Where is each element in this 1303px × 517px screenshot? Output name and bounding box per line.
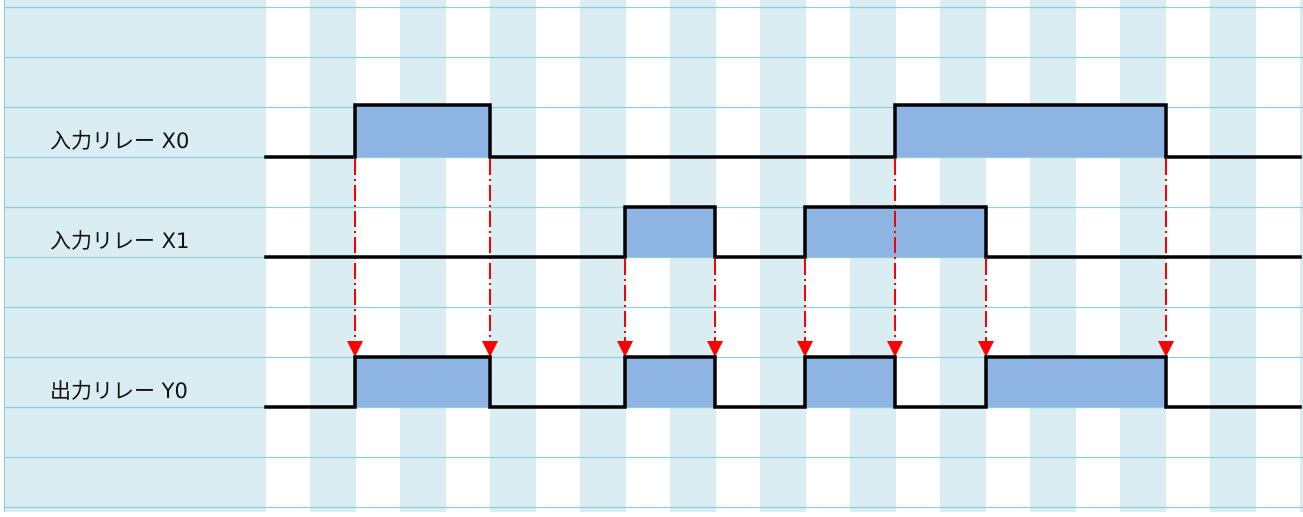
signal-label-y0: 出力リレー Y0 xyxy=(50,379,188,403)
arrow-head-icon xyxy=(978,341,994,357)
arrow-head-icon xyxy=(797,341,813,357)
pulse-fill xyxy=(355,105,490,157)
pulse-fill xyxy=(355,357,490,407)
causality-arrows xyxy=(347,159,1174,357)
arrow-head-icon xyxy=(707,341,723,357)
arrow-head-icon xyxy=(482,341,498,357)
pulse-fill xyxy=(625,357,715,407)
output-relay-y0-waveform xyxy=(264,355,1302,409)
arrow-head-icon xyxy=(347,341,363,357)
pulse-fill xyxy=(625,207,715,257)
signal-waveforms xyxy=(264,103,1302,409)
pulse-fill xyxy=(986,357,1166,407)
input-relay-x1-waveform xyxy=(264,205,1302,259)
pulse-fill xyxy=(895,105,1166,157)
input-relay-x0-waveform xyxy=(264,103,1302,159)
label-column-bg xyxy=(4,0,266,512)
arrow-head-icon xyxy=(617,341,633,357)
pulse-fill xyxy=(805,357,895,407)
arrow-head-icon xyxy=(887,341,903,357)
arrow-head-icon xyxy=(1158,341,1174,357)
signal-label-x1: 入力リレー X1 xyxy=(50,229,190,253)
signal-label-x0: 入力リレー X0 xyxy=(50,129,190,153)
signal-pulses xyxy=(355,105,1166,407)
